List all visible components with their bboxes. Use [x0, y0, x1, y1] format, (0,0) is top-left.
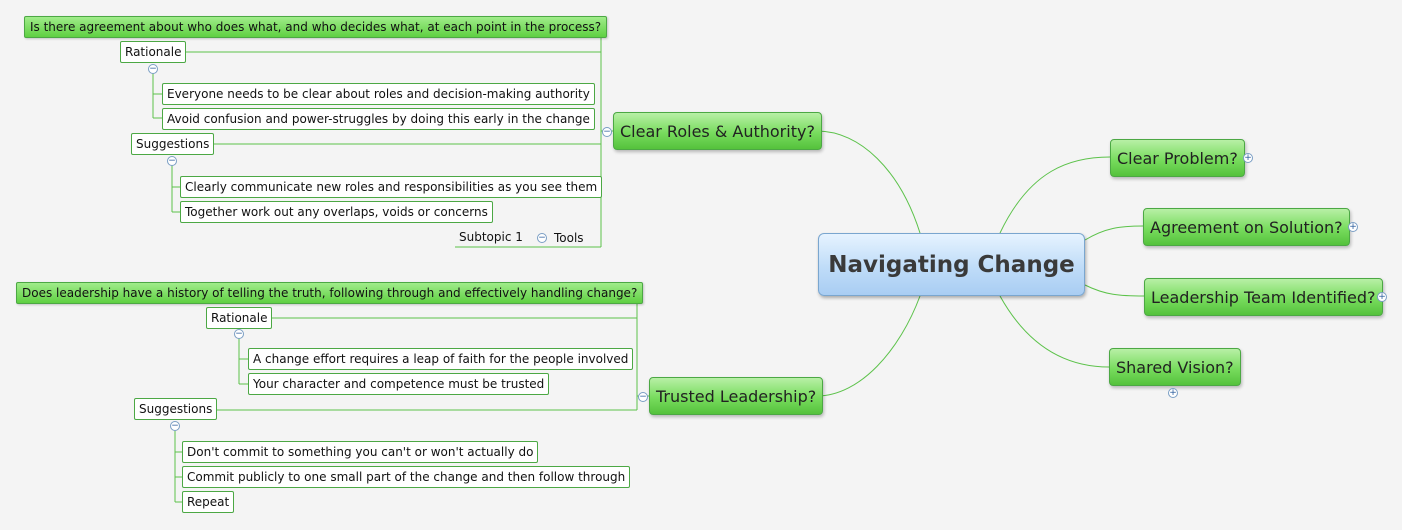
suggestion-item[interactable]: Commit publicly to one small part of the… — [182, 466, 631, 488]
expand-icon[interactable]: + — [1168, 388, 1178, 398]
expand-icon[interactable]: + — [1377, 292, 1387, 302]
topic-clear-roles-authority[interactable]: Clear Roles & Authority? — [613, 112, 822, 150]
central-topic[interactable]: Navigating Change — [818, 233, 1085, 296]
rationale-label[interactable]: Rationale — [206, 307, 273, 329]
suggestion-item[interactable]: Clearly communicate new roles and respon… — [180, 176, 603, 198]
collapse-icon[interactable]: − — [234, 329, 244, 339]
topic-shared-vision[interactable]: Shared Vision? — [1109, 348, 1241, 386]
suggestions-label[interactable]: Suggestions — [131, 133, 215, 155]
rationale-item[interactable]: A change effort requires a leap of faith… — [248, 348, 634, 370]
collapse-icon[interactable]: − — [170, 421, 180, 431]
rationale-label[interactable]: Rationale — [120, 41, 187, 63]
suggestions-label[interactable]: Suggestions — [134, 398, 218, 420]
suggestion-item[interactable]: Don't commit to something you can't or w… — [182, 441, 539, 463]
question-leadership[interactable]: Does leadership have a history of tellin… — [16, 282, 644, 304]
rationale-item[interactable]: Everyone needs to be clear about roles a… — [162, 83, 595, 105]
topic-agreement-on-solution[interactable]: Agreement on Solution? — [1143, 208, 1350, 246]
expand-icon[interactable]: + — [1348, 222, 1358, 232]
rationale-item[interactable]: Your character and competence must be tr… — [248, 373, 550, 395]
collapse-icon[interactable]: − — [638, 392, 648, 402]
subtopic-label[interactable]: Subtopic 1 — [459, 230, 523, 244]
topic-leadership-team-identified[interactable]: Leadership Team Identified? — [1144, 278, 1383, 316]
question-roles[interactable]: Is there agreement about who does what, … — [24, 16, 608, 38]
topic-trusted-leadership[interactable]: Trusted Leadership? — [649, 377, 824, 415]
collapse-icon[interactable]: − — [602, 127, 612, 137]
collapse-icon[interactable]: − — [167, 156, 177, 166]
expand-icon[interactable]: + — [1243, 153, 1253, 163]
suggestion-item[interactable]: Repeat — [182, 491, 235, 513]
topic-clear-problem[interactable]: Clear Problem? — [1110, 139, 1245, 177]
collapse-icon[interactable]: − — [537, 233, 547, 243]
tools-label[interactable]: Tools — [554, 231, 584, 245]
collapse-icon[interactable]: − — [148, 64, 158, 74]
rationale-item[interactable]: Avoid confusion and power-struggles by d… — [162, 108, 595, 130]
suggestion-item[interactable]: Together work out any overlaps, voids or… — [180, 201, 493, 223]
